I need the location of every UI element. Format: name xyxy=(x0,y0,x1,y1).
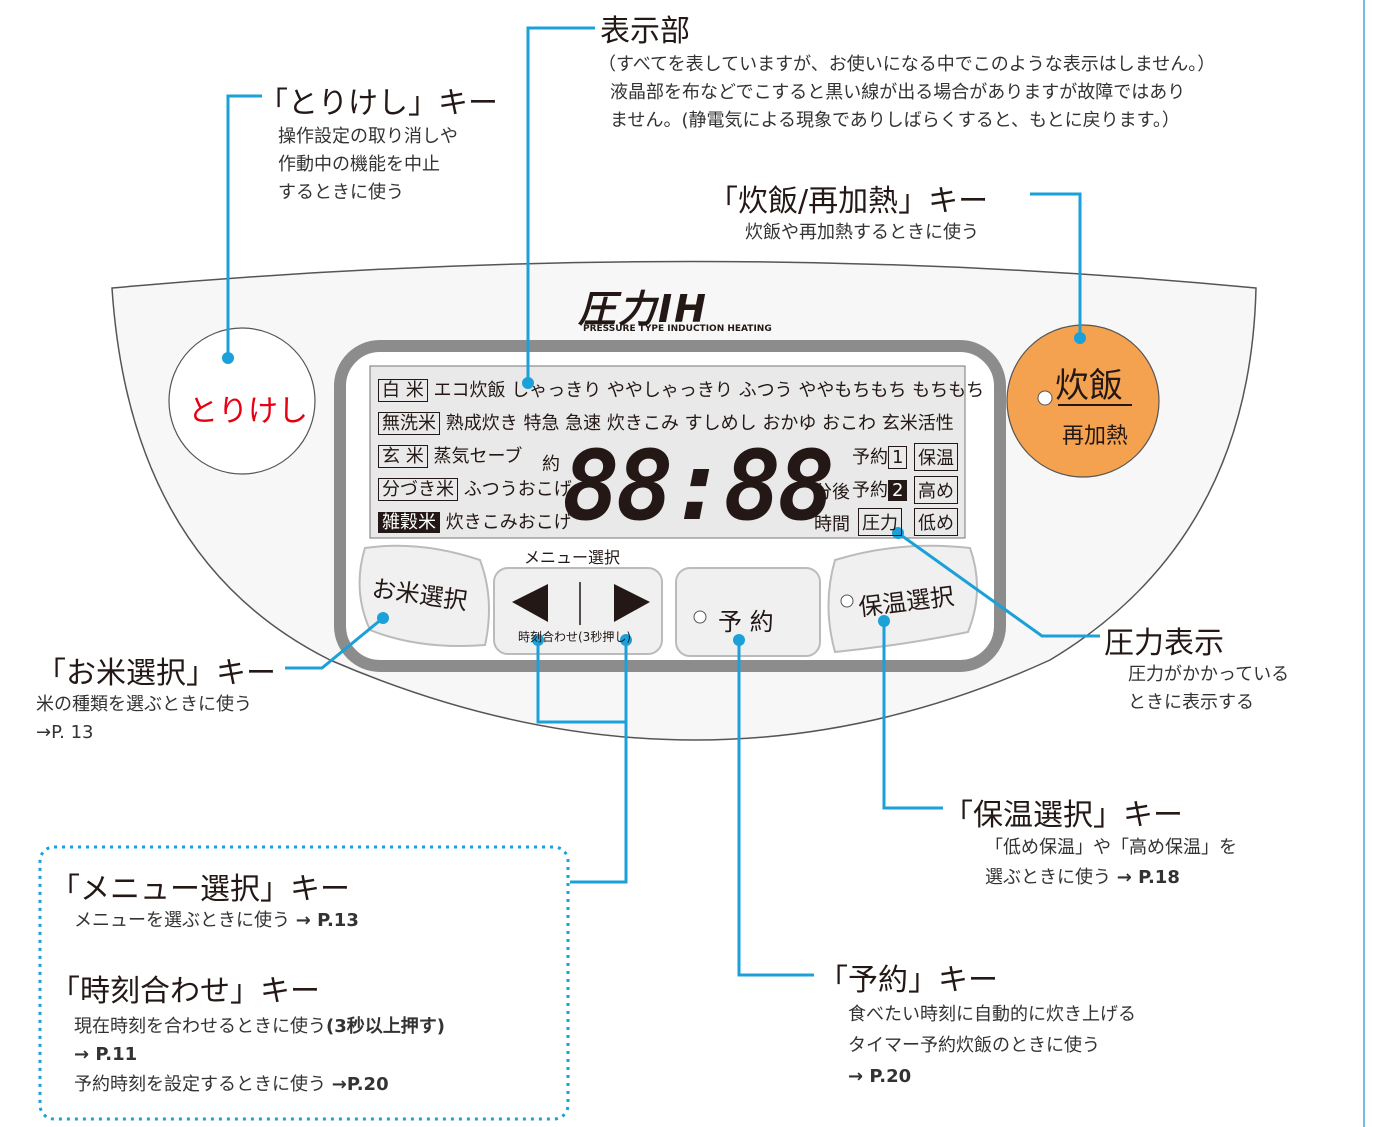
logo: 圧力IH xyxy=(578,287,708,331)
lcd-min-after: 分後 xyxy=(814,482,850,503)
menu-box-border xyxy=(38,845,570,1121)
lcd-label-white-rice: 白 米 xyxy=(378,379,428,402)
menu-select-label: メニュー選択 xyxy=(524,548,621,567)
lcd-pressure: 圧力 xyxy=(858,508,902,536)
keepwarm-button-shape xyxy=(827,544,978,654)
cook-key-title: 「炊飯/再加熱」キー xyxy=(708,184,989,219)
keepwarm-key-desc-2-text: 選ぶときに使う xyxy=(985,867,1117,888)
rice-key-title: 「お米選択」キー xyxy=(36,656,276,691)
cook-key-desc: 炊飯や再加熱するときに使う xyxy=(745,222,979,243)
lcd-label-musenmai: 無洗米 xyxy=(378,412,440,435)
lcd-label-bunzukimai: 分づき米 xyxy=(378,478,458,501)
lcd-row4-item: ふつうおこげ xyxy=(463,479,572,500)
timer-key-desc-1: 食べたい時刻に自動的に炊き上げる xyxy=(848,1004,1136,1025)
menu-key-desc: メニューを選ぶときに使う → P.13 xyxy=(74,908,359,934)
pressure-indicator-title: 圧力表示 xyxy=(1104,626,1224,661)
lcd-timer2-label: 予約 xyxy=(852,480,888,501)
cancel-key-desc-2: 作動中の機能を中止 xyxy=(278,154,440,175)
lcd-high: 高め xyxy=(914,476,958,504)
timer-key-ref: → P.20 xyxy=(848,1066,912,1087)
menu-right-arrow xyxy=(614,584,650,622)
menu-key-title: 「メニュー選択」キー xyxy=(50,872,350,907)
lcd-digits: 88:88 xyxy=(562,430,835,542)
lcd-label-zakkokumai: 雑穀米 xyxy=(378,512,440,533)
lcd-timer2-num: 2 xyxy=(888,480,908,501)
lcd-hours: 時間 xyxy=(814,514,850,535)
lcd-row-2: 無洗米 熟成炊き 特急 急速 炊きこみ すしめし おかゆ おこわ 玄米活性 xyxy=(378,409,954,435)
keepwarm-key-title: 「保温選択」キー xyxy=(943,798,1183,833)
clock-key-ref-2: →P.20 xyxy=(331,1074,389,1095)
lcd-frame xyxy=(369,365,966,539)
timer-key-title: 「予約」キー xyxy=(818,963,998,998)
lcd-row-3: 玄 米 蒸気セーブ xyxy=(378,442,522,468)
lcd-timer1-num: 1 xyxy=(888,446,908,469)
lcd-row5-item: 炊きこみおこげ xyxy=(445,512,572,533)
cancel-key-desc-1: 操作設定の取り消しや xyxy=(278,126,458,147)
timer-button-shape xyxy=(675,567,821,657)
lcd-row-4: 分づき米 ふつうおこげ xyxy=(378,475,572,501)
rice-key-desc: 米の種類を選ぶときに使う xyxy=(36,694,252,715)
lcd-low: 低め xyxy=(914,508,958,536)
menu-key-ref: → P.13 xyxy=(295,910,359,931)
cancel-key-desc-3: するときに使う xyxy=(278,182,404,203)
cook-button-sub: 再加熱 xyxy=(1062,424,1129,449)
clock-key-desc-1-bold: (3秒以上押す) xyxy=(326,1016,445,1037)
clock-key-desc-2: 予約時刻を設定するときに使う →P.20 xyxy=(74,1072,389,1098)
menu-select-button[interactable]: 時刻合わせ(3秒押し) xyxy=(518,630,631,644)
timer-button[interactable]: 予 約 xyxy=(718,608,774,636)
cook-button[interactable]: 炊飯 xyxy=(1055,366,1123,406)
lcd-warm: 保温 xyxy=(914,443,958,471)
clock-key-title: 「時刻合わせ」キー xyxy=(50,974,320,1009)
lcd-timer1-label: 予約 xyxy=(852,447,888,468)
pressure-indicator-desc-1: 圧力がかかっている xyxy=(1128,664,1290,685)
pressure-indicator-desc-2: ときに表示する xyxy=(1128,692,1254,713)
rice-key-ref: →P. 13 xyxy=(36,722,94,743)
cancel-key-title: 「とりけし」キー xyxy=(258,86,498,121)
display-note-1: （すべてを表していますが、お使いになる中でこのような表示はしません。） xyxy=(598,54,1216,75)
rice-button-shape xyxy=(358,544,490,647)
cancel-button[interactable]: とりけし xyxy=(188,394,308,429)
clock-key-desc-1: 現在時刻を合わせるときに使う(3秒以上押す) xyxy=(74,1014,445,1040)
lcd-label-brown-rice: 玄 米 xyxy=(378,445,428,468)
keepwarm-key-desc-1: 「低め保温」や「高め保温」を xyxy=(985,837,1237,858)
lcd-row2-items: 熟成炊き 特急 急速 炊きこみ すしめし おかゆ おこわ 玄米活性 xyxy=(445,413,954,434)
lcd-row-1: 白 米 エコ炊飯 しゃっきり ややしゃっきり ふつう ややもちもち もちもち xyxy=(378,376,984,402)
menu-key-desc-text: メニューを選ぶときに使う xyxy=(74,910,296,931)
display-section-title: 表示部 xyxy=(600,14,690,49)
display-note-3: ません。(静電気による現象でありしばらくすると、もとに戻ります。） xyxy=(610,110,1180,131)
lcd-row1-items: エコ炊飯 しゃっきり ややしゃっきり ふつう ややもちもち もちもち xyxy=(433,380,985,401)
logo-subtitle: PRESSURE TYPE INDUCTION HEATING xyxy=(583,324,772,334)
clock-key-ref-1: → P.11 xyxy=(74,1044,138,1065)
clock-key-desc-2-text: 予約時刻を設定するときに使う xyxy=(74,1074,332,1095)
lcd-approx: 約 xyxy=(542,454,560,475)
keepwarm-key-ref: → P.18 xyxy=(1116,867,1180,888)
menu-left-arrow xyxy=(512,584,548,622)
cancel-button-shape xyxy=(168,327,316,475)
display-note-2: 液晶部を布などでこすると黒い線が出る場合がありますが故障ではあり xyxy=(610,82,1186,103)
clock-key-desc-1-text: 現在時刻を合わせるときに使う xyxy=(74,1016,326,1037)
lcd-row3-item: 蒸気セーブ xyxy=(433,446,523,467)
lcd-row-5: 雑穀米 炊きこみおこげ xyxy=(378,508,572,534)
cook-button-shape xyxy=(1006,324,1160,478)
timer-key-desc-2: タイマー予約炊飯のときに使う xyxy=(848,1035,1100,1056)
keepwarm-key-desc-2: 選ぶときに使う → P.18 xyxy=(985,865,1180,891)
